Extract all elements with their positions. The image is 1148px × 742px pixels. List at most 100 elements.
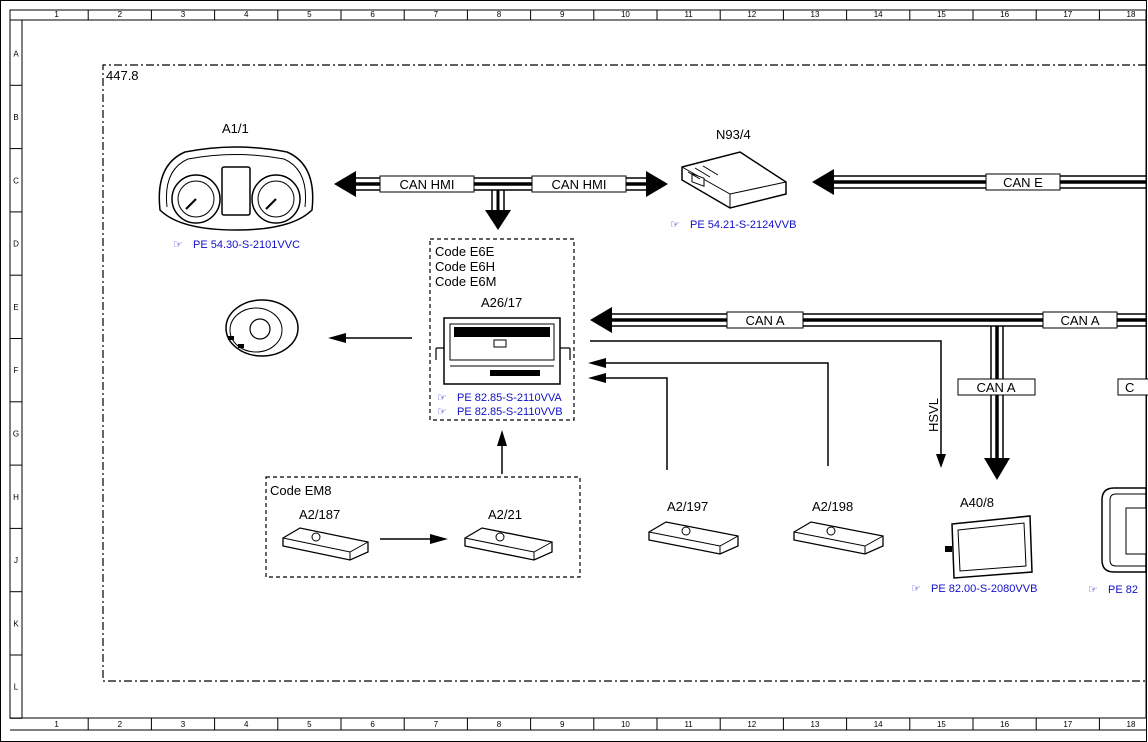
grid-row-letter: H [13,493,19,502]
arrow-right-icon [646,171,668,197]
module-housing [282,527,369,561]
bus-label-partial: C [1125,380,1134,395]
reference-a26-17-b[interactable]: ☞ PE 82.85-S-2110VVB [437,406,563,418]
component-label-a2-21: A2/21 [488,507,522,522]
bus-label-can-a-2: CAN A [1060,313,1099,328]
display-a40-8[interactable]: A40/8 [945,495,1033,579]
controller-knob[interactable] [225,299,299,357]
control-unit-n93-4[interactable]: N93/4 [681,127,787,209]
instrument-cluster-a1-1[interactable]: A1/1 [158,121,314,231]
grid-column-number: 12 [747,720,756,729]
can-hmi-bus: CAN HMI CAN HMI [334,171,668,230]
manual-reference-icon: ☞ [670,219,680,231]
grid-column-number: 15 [937,10,946,19]
grid-column-number: 13 [811,720,820,729]
connector-icon [691,173,705,187]
display-screen [957,522,1027,572]
grid-column-number: 16 [1000,720,1009,729]
component-label-a26-17: A26/17 [481,295,522,310]
signal-line-a2-198 [604,362,829,466]
grid-column-number: 17 [1063,720,1072,729]
antenna-module-a2-187[interactable]: A2/187 [282,507,369,561]
antenna-module-a2-197[interactable]: A2/197 [648,499,739,555]
grid-column-number: 14 [874,720,883,729]
can-a-bus: CAN A CAN A CAN A C [590,307,1148,480]
grid-row-letter: B [13,113,18,122]
grid-column-number: 6 [370,10,375,19]
reference-link-a1-1[interactable]: PE 54.30-S-2101VVC [193,239,300,251]
reference-link-right-partial[interactable]: PE 82 [1108,584,1138,596]
code-box-e6 [429,238,575,421]
reference-a26-17-a[interactable]: ☞ PE 82.85-S-2110VVA [437,392,562,404]
bus-label-can-e: CAN E [1003,175,1043,190]
manual-reference-icon: ☞ [437,406,447,418]
grid-column-number: 3 [181,720,186,729]
grid-column-number: 14 [874,10,883,19]
bus-label-can-a-1: CAN A [745,313,784,328]
control-unit-a26-17[interactable]: A26/17 [435,295,571,385]
line-label-hsvl: HSVL [926,398,941,432]
knob-icon [249,318,271,340]
grid-column-number: 10 [621,10,630,19]
module-housing [648,521,739,555]
system-boundary-frame [102,64,1146,682]
component-label-a1-1: A1/1 [222,121,249,136]
manual-reference-icon: ☞ [437,392,447,404]
arrow-left-icon [590,307,612,333]
bus-label-can-hmi-left: CAN HMI [400,177,455,192]
code-label-em8: Code EM8 [270,483,331,498]
arrow-left-icon [588,373,606,383]
grid-row-letter: G [13,429,19,438]
grid-row-letter: A [13,50,19,59]
connector-icon [493,339,507,348]
reference-link-a40-8[interactable]: PE 82.00-S-2080VVB [931,583,1037,595]
grid-column-number: 15 [937,720,946,729]
reference-link-n93-4[interactable]: PE 54.21-S-2124VVB [690,219,796,231]
component-label-a40-8: A40/8 [960,495,994,510]
grid-column-number: 12 [747,10,756,19]
grid-column-number: 9 [560,720,565,729]
grid-row-letter: C [13,176,19,185]
module-housing [793,521,884,555]
arrow-up-icon [497,430,507,446]
grid-row-letter: D [13,240,19,249]
component-label-a2-197: A2/197 [667,499,708,514]
component-label-a2-198: A2/198 [812,499,853,514]
partial-unit-right[interactable] [1101,487,1147,573]
reference-a40-8[interactable]: ☞ PE 82.00-S-2080VVB [911,583,1037,595]
reference-link-a26-17-a[interactable]: PE 82.85-S-2110VVA [457,392,562,404]
code-label-e6e: Code E6E [435,244,495,259]
grid-column-number: 7 [434,10,439,19]
arrow-down-icon [936,454,946,468]
reference-right-partial[interactable]: ☞ PE 82 [1088,584,1138,596]
grid-column-number: 6 [370,720,375,729]
reference-link-a26-17-b[interactable]: PE 82.85-S-2110VVB [457,406,563,418]
component-label-a2-187: A2/187 [299,507,340,522]
grid-column-number: 3 [181,10,186,19]
grid-column-number: 16 [1000,10,1009,19]
component-label-n93-4: N93/4 [716,127,751,142]
arrow-down-icon [984,458,1010,480]
grid-column-number: 1 [54,720,59,729]
grid-column-number: 4 [244,720,249,729]
grid-column-number: 5 [307,10,312,19]
module-housing [681,151,787,209]
grid-row-letter: E [13,303,18,312]
drawing-border [9,9,1147,719]
code-box-em8 [265,476,581,578]
grid-row-letter: J [14,556,18,565]
arrow-left-icon [588,358,606,368]
reference-n93-4[interactable]: ☞ PE 54.21-S-2124VVB [670,219,796,231]
grid-column-number: 5 [307,720,312,729]
code-label-e6m: Code E6M [435,274,496,289]
grid-column-number: 13 [811,10,820,19]
antenna-module-a2-21[interactable]: A2/21 [464,507,553,561]
code-label-e6h: Code E6H [435,259,495,274]
antenna-module-a2-198[interactable]: A2/198 [793,499,884,555]
grid-row-letter: F [14,366,19,375]
grid-column-number: 7 [434,720,439,729]
reference-a1-1[interactable]: ☞ PE 54.30-S-2101VVC [173,239,300,251]
hsvl-line: HSVL [590,340,946,468]
manual-reference-icon: ☞ [1088,584,1098,596]
